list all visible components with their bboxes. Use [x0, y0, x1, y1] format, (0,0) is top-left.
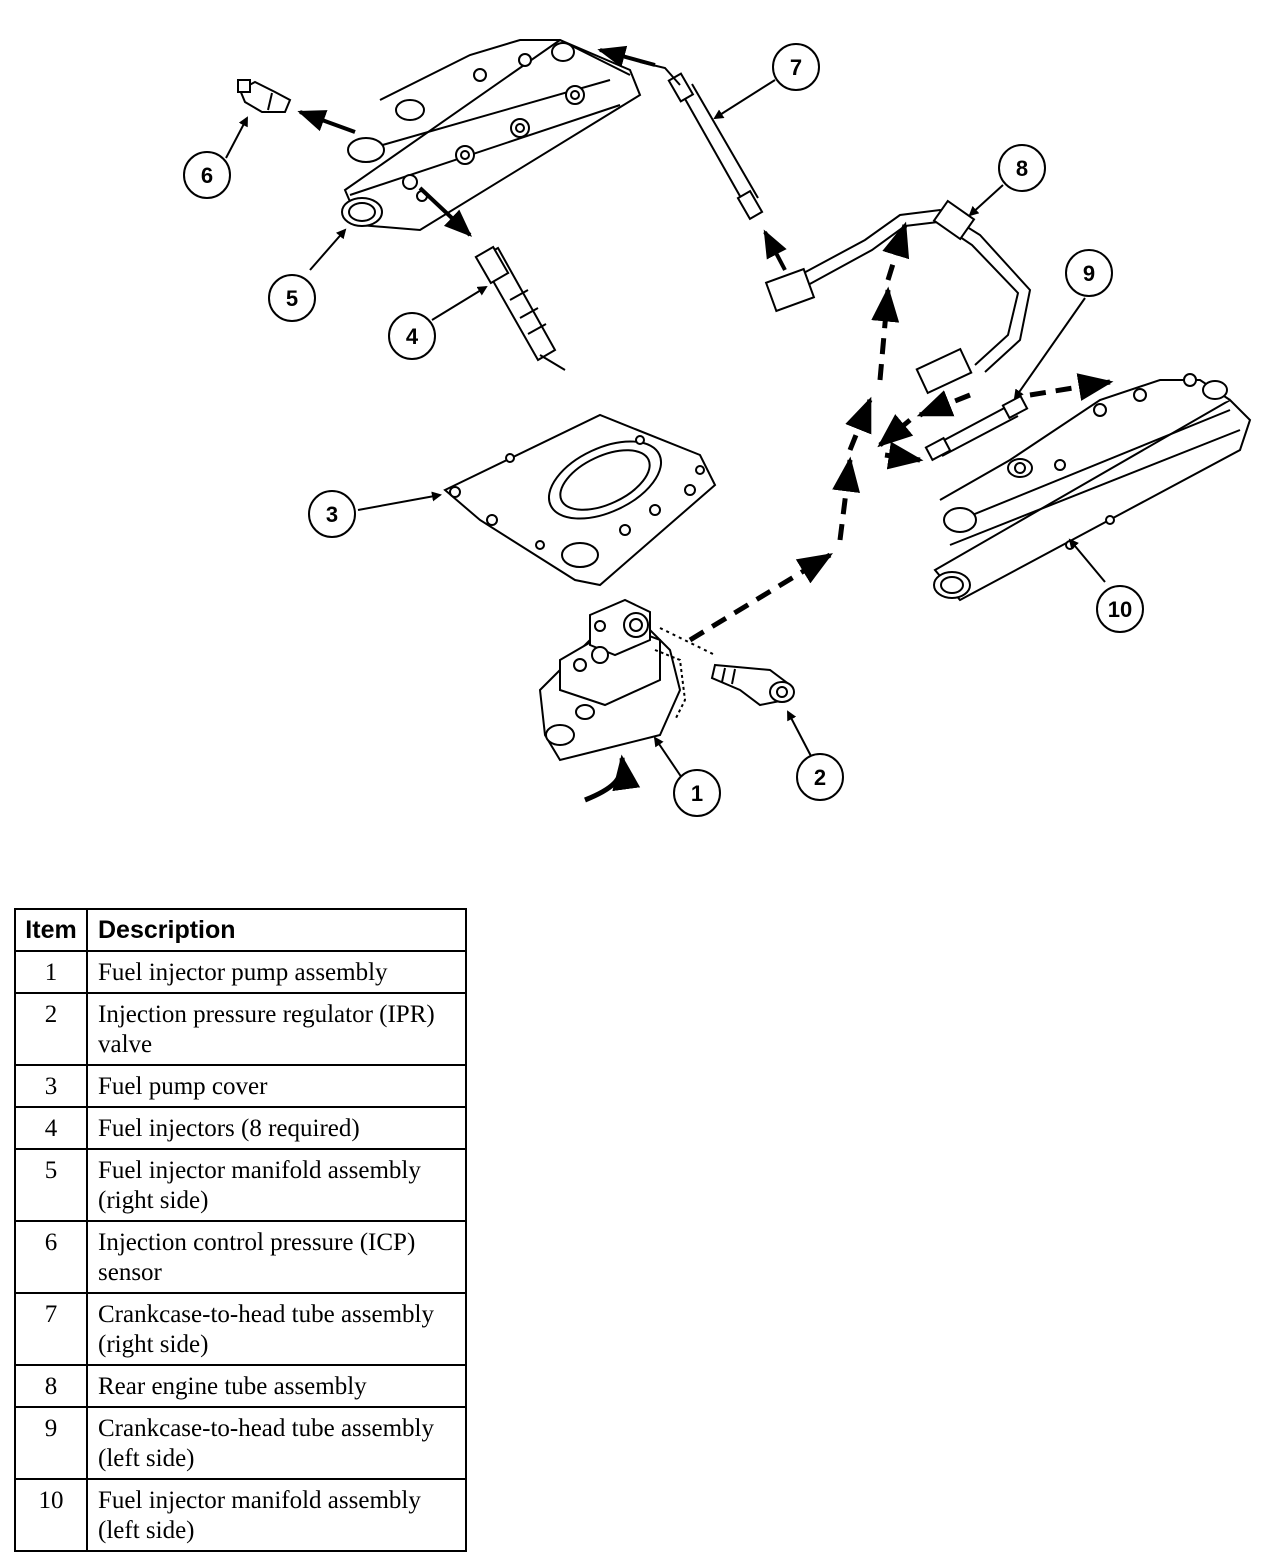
- flow-arrows-solid: [297, 45, 787, 803]
- item-description: Rear engine tube assembly: [86, 1364, 467, 1408]
- right-crankcase-to-head-tube: [639, 61, 764, 221]
- callout-number: 2: [814, 765, 826, 790]
- callout-4: 4: [388, 312, 436, 360]
- fuel-pump-cover: [443, 413, 717, 587]
- item-number: 10: [14, 1478, 88, 1552]
- item-description: Injection pressure regulator (IPR) valve: [86, 992, 467, 1066]
- item-number: 9: [14, 1406, 88, 1480]
- callout-6: 6: [183, 151, 231, 199]
- item-description: Fuel injector pump assembly: [86, 950, 467, 994]
- callout-number: 8: [1016, 156, 1028, 181]
- left-fuel-injector-manifold: [933, 373, 1252, 602]
- callout-9: 9: [1065, 249, 1113, 297]
- item-description: Injection control pressure (ICP) sensor: [86, 1220, 467, 1294]
- callout-3: 3: [308, 490, 356, 538]
- callout-2: 2: [796, 753, 844, 801]
- item-number: 6: [14, 1220, 88, 1294]
- fuel-system-exploded-diagram: 1 2 3 4 5 6 7 8 9 10: [183, 38, 1252, 817]
- fuel-injector-pump: [538, 598, 687, 762]
- item-description: Fuel injector manifold assembly (left si…: [86, 1478, 467, 1552]
- callout-5: 5: [268, 274, 316, 322]
- item-description: Fuel pump cover: [86, 1064, 467, 1108]
- callout-number: 10: [1108, 597, 1132, 622]
- ipr-valve: [710, 663, 795, 707]
- callout-10: 10: [1096, 585, 1144, 633]
- callout-leader-lines: [225, 79, 1106, 779]
- callout-number: 6: [201, 163, 213, 188]
- callout-number: 3: [326, 502, 338, 527]
- item-number: 5: [14, 1148, 88, 1222]
- item-description: Fuel injector manifold assembly (right s…: [86, 1148, 467, 1222]
- callout-number: 9: [1083, 261, 1095, 286]
- callout-number: 7: [790, 55, 802, 80]
- item-column-header: Item: [14, 908, 88, 952]
- right-fuel-injector-manifold: [341, 38, 642, 232]
- item-number: 7: [14, 1292, 88, 1366]
- callout-number: 5: [286, 286, 298, 311]
- callout-number: 1: [691, 781, 703, 806]
- fuel-injector: [474, 245, 566, 371]
- item-number: 8: [14, 1364, 88, 1408]
- callout-1: 1: [673, 769, 721, 817]
- callout-7: 7: [772, 43, 820, 91]
- item-number: 3: [14, 1064, 88, 1108]
- item-description: Fuel injectors (8 required): [86, 1106, 467, 1150]
- left-crankcase-to-head-tube: [924, 394, 1029, 462]
- rear-engine-tube: [764, 199, 1032, 395]
- item-description: Crankcase-to-head tube assembly (left si…: [86, 1406, 467, 1480]
- item-number: 2: [14, 992, 88, 1066]
- item-number: 1: [14, 950, 88, 994]
- callout-number: 4: [406, 324, 419, 349]
- table-header-row: Item Description: [14, 908, 467, 952]
- icp-sensor: [237, 79, 292, 113]
- description-column-header: Description: [86, 908, 467, 952]
- item-number: 4: [14, 1106, 88, 1150]
- flow-arrows-dashed: [688, 221, 1114, 643]
- callout-8: 8: [998, 144, 1046, 192]
- item-description: Crankcase-to-head tube assembly (right s…: [86, 1292, 467, 1366]
